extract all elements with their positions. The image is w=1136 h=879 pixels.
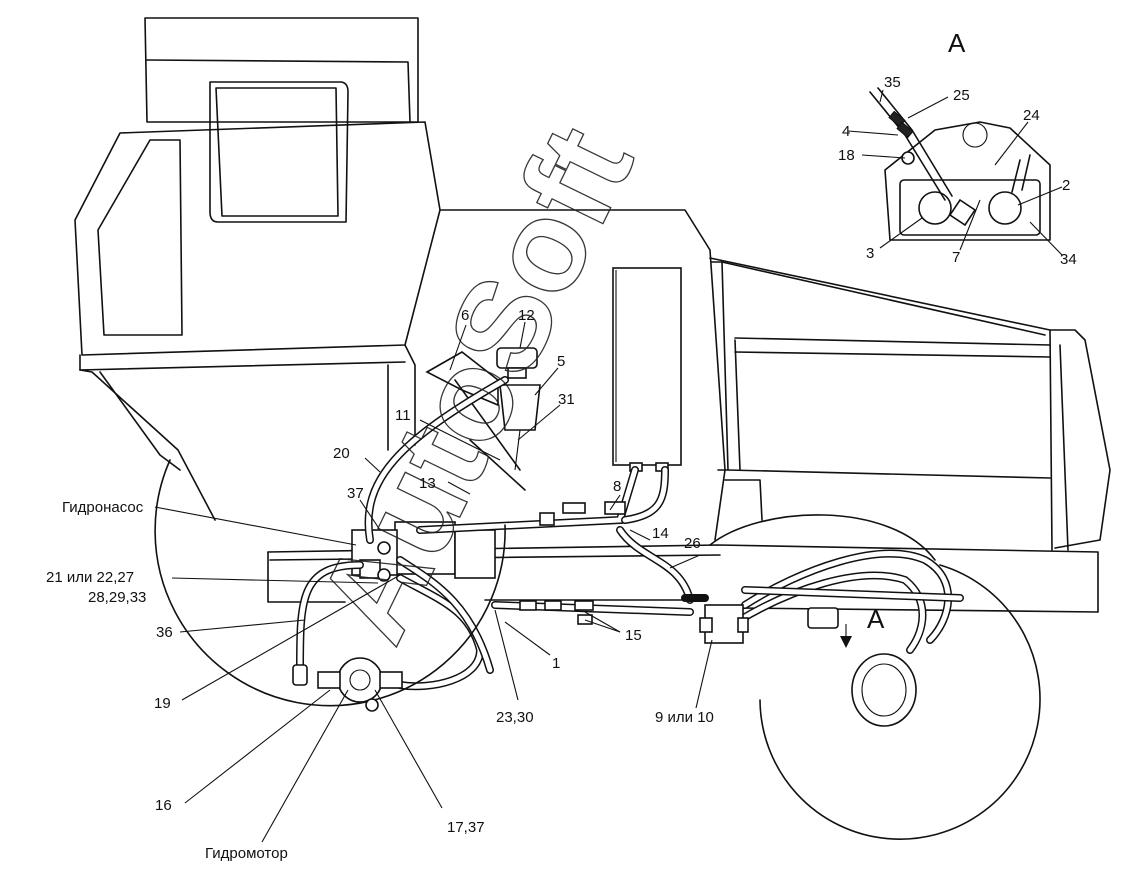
label-2: 2 [1062,177,1070,194]
hydraulic-tank [612,267,682,472]
label-5: 5 [557,353,565,370]
label-8: 8 [613,478,621,495]
label-28: 28,29,33 [88,589,146,606]
label-6: 6 [461,307,469,324]
label-17-37: 17,37 [447,819,485,836]
inset-view-a [869,87,1051,241]
label-18: 18 [838,147,855,164]
label-23-30: 23,30 [496,709,534,726]
rear-wheel [709,514,1041,840]
label-35: 35 [884,74,901,91]
label-4: 4 [842,123,850,140]
label-hydraulic-motor: Гидромотор [205,845,288,862]
hydraulic-motor [292,657,403,712]
arrow-a-marker [840,636,852,648]
label-hydraulic-pump: Гидронасос [62,499,144,516]
label-20: 20 [333,445,350,462]
label-arrow-a: A [867,604,885,634]
inset-labels: A 35 25 4 18 24 2 3 7 34 [838,28,1077,268]
valve-block [699,604,749,644]
label-11: 11 [395,407,411,424]
label-34: 34 [1060,251,1077,268]
label-7: 7 [952,249,960,266]
label-26: 26 [684,535,701,552]
label-13: 13 [419,475,436,492]
cab [74,17,441,521]
label-15: 15 [625,627,642,644]
label-31: 31 [558,391,575,408]
label-24: 24 [1023,107,1040,124]
label-12: 12 [518,307,535,324]
front-wheel [154,459,506,707]
label-1: 1 [552,655,560,672]
label-21: 21 или 22,27 [46,569,134,586]
label-37: 37 [347,485,364,502]
label-9-or-10: 9 или 10 [655,709,714,726]
label-16: 16 [155,797,172,814]
label-19: 19 [154,695,171,712]
oil-filter [496,347,541,471]
hydraulic-hoses [296,376,964,691]
label-14: 14 [652,525,669,542]
fittings [519,501,626,625]
label-36: 36 [156,624,173,641]
callout-labels: Гидронасос 21 или 22,27 28,29,33 36 19 1… [46,307,885,862]
label-3: 3 [866,245,874,262]
view-label-a: A [948,28,966,58]
label-25: 25 [953,87,970,104]
body-frame [267,209,1111,613]
